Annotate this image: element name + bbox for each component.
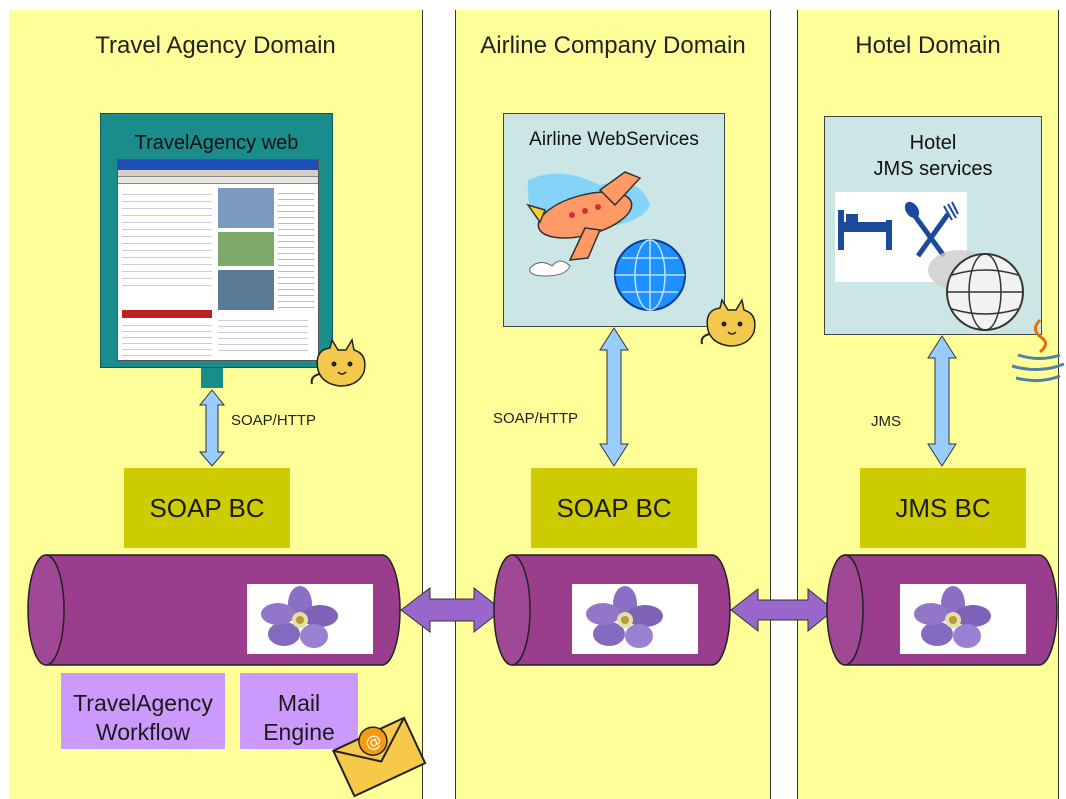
mail-envelope-icon: @ [331, 716, 427, 798]
java-icon [1011, 318, 1065, 383]
travel-airline-bus-arrow [400, 586, 503, 634]
airplane-icon [526, 171, 650, 277]
tomcat-icon [700, 297, 756, 347]
airline-webservices-title: Airline WebServices [529, 129, 699, 150]
airline-company-domain-title: Airline Company Domain [480, 32, 746, 59]
mail-line-2: Engine [263, 719, 335, 745]
travel-soap-bc: SOAP BC [124, 468, 290, 548]
airline-hotel-bus-arrow [730, 587, 835, 633]
web-connector [201, 368, 223, 388]
travelagency-web-title: TravelAgency web [134, 132, 299, 154]
flower-icon [900, 584, 1026, 654]
tomcat-icon [310, 337, 366, 387]
bed-icon [838, 210, 892, 250]
travelagency-web-panel: TravelAgency web [100, 113, 333, 368]
travel-soap-arrow [198, 389, 226, 467]
hotel-jms-bc: JMS BC [860, 468, 1026, 548]
travelagency-workflow-engine: TravelAgency Workflow [61, 673, 225, 749]
browser-screenshot [117, 159, 319, 361]
globe-icon [614, 239, 686, 311]
hotel-title-line-1: Hotel [909, 132, 957, 154]
mail-line-1: Mail [277, 690, 321, 716]
airline-soap-arrow [599, 327, 629, 467]
travel-protocol-label: SOAP/HTTP [231, 412, 317, 429]
flower-icon [572, 584, 698, 654]
hotel-jms-services-title: Hotel JMS services [825, 130, 1041, 182]
workflow-line-2: Workflow [95, 719, 191, 745]
globe-icon [928, 250, 1024, 331]
fork-spoon-icon [904, 201, 959, 258]
workflow-line-1: TravelAgency [73, 690, 213, 716]
travel-agency-domain-title: Travel Agency Domain [95, 32, 336, 59]
hotel-jms-arrow [927, 335, 957, 467]
airline-soap-bc: SOAP BC [531, 468, 697, 548]
mail-engine: Mail Engine [240, 673, 358, 749]
hotel-domain-title: Hotel Domain [855, 32, 1001, 59]
hotel-protocol-label: JMS [871, 413, 901, 430]
hotel-title-line-2: JMS services [873, 158, 993, 180]
flower-icon [247, 584, 373, 654]
airline-protocol-label: SOAP/HTTP [493, 410, 579, 427]
svg-text:@: @ [362, 730, 385, 754]
